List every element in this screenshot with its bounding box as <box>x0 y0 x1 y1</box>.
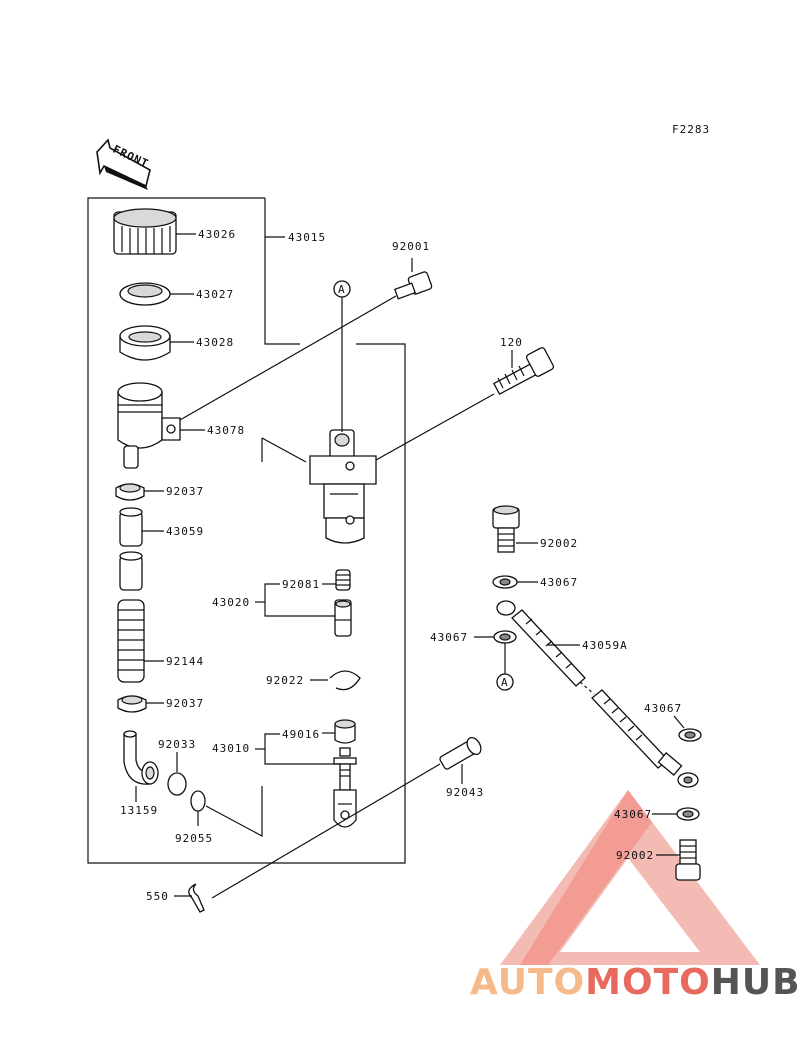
label-92001: 92001 <box>392 240 430 253</box>
banjo-bolt-bottom <box>675 839 701 881</box>
brake-hose-upper <box>496 600 586 687</box>
washer-c <box>678 728 702 742</box>
ref-marker-a-bottom: A <box>496 673 514 691</box>
label-49016: 49016 <box>282 728 320 741</box>
master-cylinder-body <box>309 429 377 544</box>
label-92002-bottom: 92002 <box>616 849 654 862</box>
label-92037-top: 92037 <box>166 485 204 498</box>
label-13159: 13159 <box>120 804 158 817</box>
assembly-bracket <box>87 197 406 864</box>
ref-marker-a-top: A <box>333 280 351 298</box>
circlip <box>167 772 187 796</box>
o-ring <box>190 790 206 812</box>
label-43027: 43027 <box>196 288 234 301</box>
hose <box>119 507 143 591</box>
label-43067-d: 43067 <box>614 808 652 821</box>
label-92022: 92022 <box>266 674 304 687</box>
label-43067-b: 43067 <box>430 631 468 644</box>
label-43028: 43028 <box>196 336 234 349</box>
diaphragm-plate <box>119 282 171 306</box>
svg-text:A: A <box>338 283 346 296</box>
piston-spring <box>334 569 352 637</box>
washer-a <box>492 575 518 589</box>
label-92037-bottom: 92037 <box>166 697 204 710</box>
push-rod-assembly <box>333 719 357 828</box>
label-92144: 92144 <box>166 655 204 668</box>
label-43078: 43078 <box>207 424 245 437</box>
label-92081: 92081 <box>282 578 320 591</box>
label-43059: 43059 <box>166 525 204 538</box>
label-43015: 43015 <box>288 231 326 244</box>
watermark-logo-mark <box>500 790 760 965</box>
reservoir-cap <box>113 208 177 255</box>
circlip-92022 <box>329 670 361 691</box>
label-92033: 92033 <box>158 738 196 751</box>
label-92002-top: 92002 <box>540 537 578 550</box>
watermark-part-3: HUB <box>711 962 800 1003</box>
label-43010: 43010 <box>212 742 250 755</box>
label-550: 550 <box>146 890 169 903</box>
label-92043: 92043 <box>446 786 484 799</box>
svg-text:AUTOMOTOHUB: AUTOMOTOHUB <box>470 962 800 1003</box>
bolt-92001 <box>393 271 433 300</box>
watermark-part-1: AUTO <box>470 962 585 1003</box>
hose-protector <box>117 599 145 683</box>
label-43026: 43026 <box>198 228 236 241</box>
hose-clamp-bottom <box>117 695 147 713</box>
washer-b <box>493 630 517 644</box>
label-43067-a: 43067 <box>540 576 578 589</box>
label-92055: 92055 <box>175 832 213 845</box>
reservoir <box>117 382 181 469</box>
label-43059A: 43059A <box>582 639 628 652</box>
label-43020: 43020 <box>212 596 250 609</box>
cotter-pin <box>188 883 205 913</box>
clevis-pin <box>439 736 482 770</box>
watermark-text: AUTOMOTOHUB <box>470 962 800 1003</box>
diaphragm <box>119 325 171 361</box>
hose-clamp-top <box>115 483 145 501</box>
front-arrow-icon: FRONT <box>96 138 151 190</box>
push-rod-bolt <box>492 347 555 395</box>
label-120: 120 <box>500 336 523 349</box>
brake-hose-lower <box>579 681 699 788</box>
label-43067-c: 43067 <box>644 702 682 715</box>
svg-text:A: A <box>501 676 509 689</box>
elbow-fitting <box>123 730 159 785</box>
banjo-bolt-top <box>492 505 520 553</box>
figure-code: F2283 <box>672 123 710 136</box>
watermark-part-2: MOTO <box>585 962 711 1003</box>
washer-d <box>676 807 700 821</box>
